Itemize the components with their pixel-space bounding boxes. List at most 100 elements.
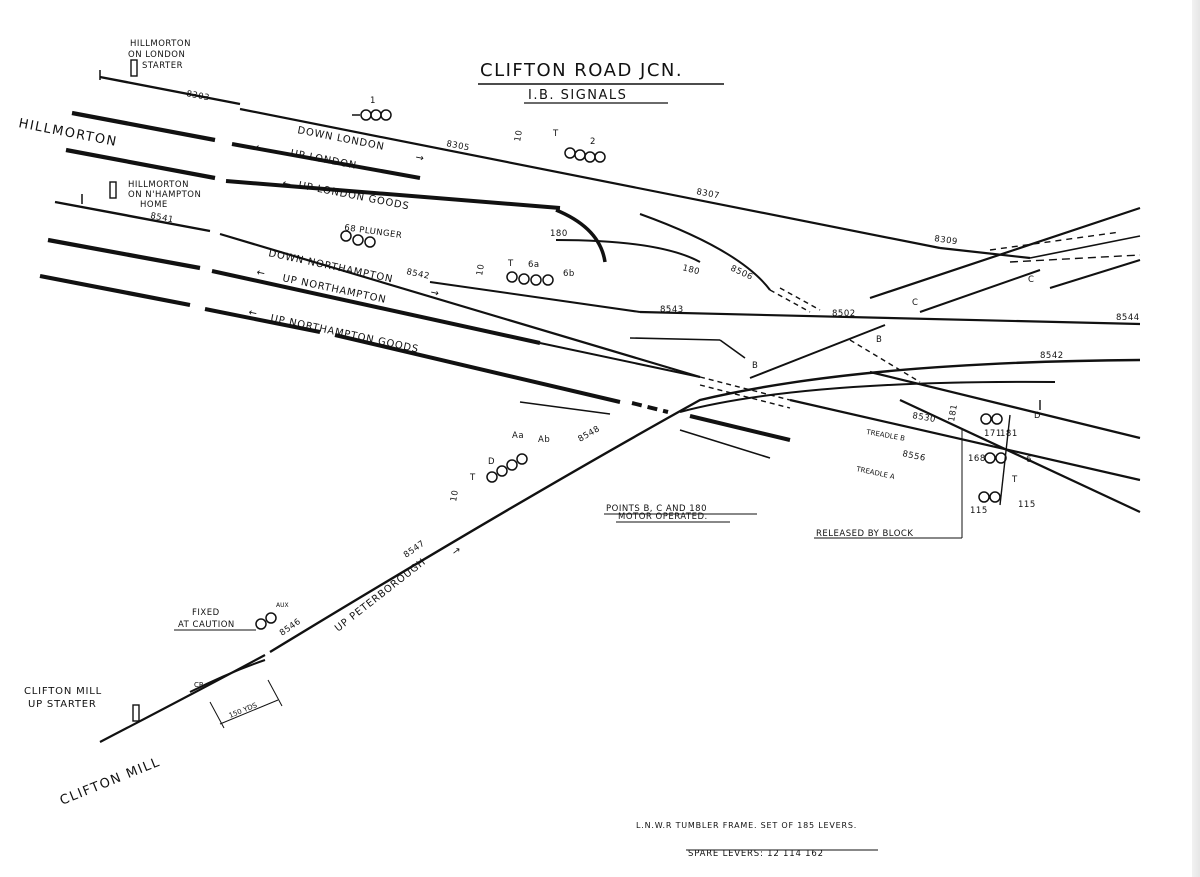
signal-d-c-icon (506, 459, 518, 471)
signal-number-1: 1 (370, 96, 376, 106)
signal-number-115a: 115 (970, 506, 988, 516)
signal-heads (255, 109, 1041, 630)
label-hillmorton-nhampton-home-1: HILLMORTON (128, 180, 189, 190)
diagram-subtitle: I.B. SIGNALS (528, 88, 627, 103)
track-c-crossover (919, 269, 1041, 313)
junction-curves (99, 208, 1141, 743)
tc-8309: 8309 (934, 234, 959, 247)
crossover-dashed-5 (849, 339, 921, 383)
track-up-northampton-goods-1 (39, 273, 191, 308)
signal-number-aux: AUX (276, 602, 289, 609)
signal-number-10c: 10 (449, 489, 461, 502)
tc-8548: 8548 (577, 424, 602, 444)
label-fixed-1: FIXED (192, 608, 220, 618)
tc-8543: 8543 (660, 305, 684, 315)
signal-2a-icon (564, 147, 576, 159)
track-up-northampton-goods-2 (204, 307, 321, 334)
signal-number-115b: 115 (1018, 500, 1036, 510)
signal-number-181: 181 (947, 403, 960, 422)
points-label-b: B (752, 361, 758, 371)
points-label-c: C (912, 298, 918, 308)
signal-fixed-b-icon (265, 612, 277, 624)
track-8506-curve (639, 213, 771, 291)
label-up-london: UP LONDON (289, 148, 357, 172)
arrow-down-northampton-icon: → (429, 287, 440, 300)
tc-8502: 8502 (832, 309, 856, 319)
signal-number-aa: Aa (512, 431, 524, 441)
signal-number-10b: 10 (475, 263, 487, 276)
track-up-london-1 (71, 110, 216, 143)
track-b-crossover (749, 324, 886, 379)
tc-8305: 8305 (445, 139, 470, 153)
note-frame: L.N.W.R TUMBLER FRAME. SET OF 185 LEVERS… (636, 821, 857, 830)
track-cp-siding (189, 659, 266, 693)
signal-181-b-icon (991, 413, 1003, 425)
dim-left (209, 701, 225, 729)
track-down-london-2 (239, 107, 941, 250)
note-motor-line2: MOTOR OPERATED. (618, 512, 708, 522)
signal-number-t4: T (1011, 475, 1018, 485)
label-treadle-b: TREADLE B (865, 428, 906, 443)
label-hillmorton: HILLMORTON (17, 116, 119, 150)
tc-8542b: 8542 (1040, 351, 1064, 361)
signal-plunger-c-icon (364, 236, 376, 248)
signal-1b-icon (370, 109, 382, 121)
signal-number-6: 6 (1026, 455, 1032, 465)
signal-number-10a: 10 (513, 129, 525, 142)
signal-181-a-icon (980, 413, 992, 425)
siding-bottom (679, 429, 771, 459)
signal-6c-icon (530, 274, 542, 286)
tc-8506: 8506 (729, 264, 755, 283)
arrow-up-northampton-icon: ← (255, 267, 266, 280)
ground-signals (81, 59, 140, 722)
track-up-london-goods-2 (225, 179, 561, 210)
track-up-london-goods-1 (65, 147, 216, 181)
label-hillmorton-nhampton-home-2: ON N'HAMPTON (128, 190, 201, 200)
label-fixed-2: AT CAUTION (178, 620, 235, 630)
note-spare-levers: SPARE LEVERS: 12 114 162 (688, 849, 824, 859)
signal-number-t2: T (507, 259, 514, 269)
note-motor-line1: POINTS B, C AND 180 (606, 504, 707, 514)
track-up-london-2 (231, 142, 421, 180)
track-up-northampton-goods-3 (334, 333, 621, 404)
signal-number-180a: 180 (550, 229, 568, 239)
tc-8544: 8544 (1116, 313, 1140, 323)
track-up-peterborough-lower (99, 654, 266, 743)
signal-number-t1: T (552, 129, 559, 139)
track-up-northampton-2 (211, 269, 541, 345)
dim-right (267, 679, 283, 707)
signal-fixed-a-icon (255, 618, 267, 630)
tc-8547: 8547 (402, 539, 427, 561)
note-distance: 150 YDS (228, 701, 259, 720)
arrow-down-london-icon: → (414, 152, 425, 165)
running-lines (54, 75, 1141, 513)
signal-6d-icon (542, 274, 554, 286)
tc-8541: 8541 (149, 211, 174, 225)
signal-number-d2: D (1034, 411, 1041, 421)
up-lines (39, 110, 791, 442)
signal-number-ab: Ab (538, 435, 550, 445)
signal-115-a-icon (978, 491, 990, 503)
siding-top (629, 337, 721, 341)
tc-8530: 8530 (911, 411, 936, 425)
label-treadle-a: TREADLE A (855, 465, 896, 481)
track-up-peterborough (269, 358, 1141, 654)
track-up-northampton-goods-4 (689, 414, 791, 442)
signal-1-icon (360, 109, 372, 121)
arrow-up-northampton-goods-icon: ← (247, 307, 258, 320)
track-goods-dashed (631, 401, 669, 414)
signal-d-b-icon (496, 465, 508, 477)
track-down-northampton-1 (54, 200, 211, 233)
crossover-dashed-1 (769, 289, 811, 313)
diagram-title: CLIFTON ROAD JCN. (480, 60, 683, 81)
signal-gantry-post (999, 414, 1011, 506)
track-down-london-1 (99, 75, 241, 106)
siding-left (519, 401, 611, 415)
siding-top-bend (719, 339, 746, 359)
crossover-dashed-6 (1009, 254, 1141, 263)
signal-115-b-icon (989, 491, 1001, 503)
track-right-parallel-2 (899, 399, 1141, 513)
tc-8303: 8303 (185, 89, 210, 103)
page-edge-shadow (1192, 0, 1200, 877)
